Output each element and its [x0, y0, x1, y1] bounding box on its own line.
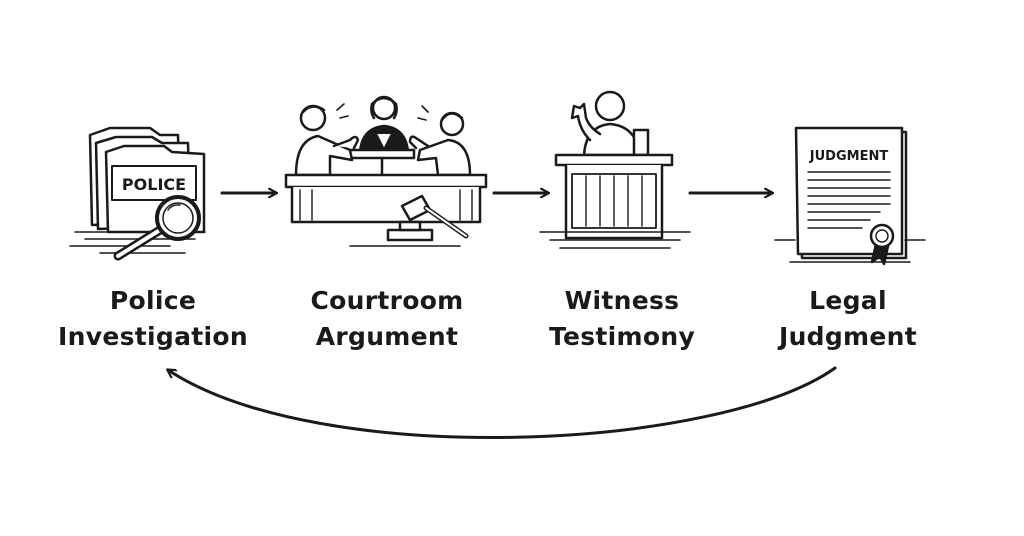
police-folder-magnifier-icon: POLICE — [69, 126, 206, 261]
stage-label-witness-testimony: Witness Testimony — [548, 286, 696, 351]
stage-label-courtroom-argument: Courtroom Argument — [310, 286, 464, 351]
return-arrow-4-to-1 — [168, 366, 837, 439]
witness-figure — [570, 90, 650, 157]
witness-stand-icon — [539, 90, 691, 249]
police-folder-label: POLICE — [122, 175, 186, 194]
stage-label-police-investigation: Police Investigation — [58, 286, 248, 351]
ground-hatch — [539, 231, 691, 249]
gavel-icon — [386, 194, 469, 242]
magnifier-icon — [113, 195, 201, 261]
courtroom-debate-icon — [284, 95, 488, 247]
ground-hatch — [774, 239, 926, 263]
stage-label-legal-judgment: Legal Judgment — [778, 286, 918, 351]
judge-figure — [358, 95, 410, 154]
lawyer-left-figure — [294, 103, 360, 177]
document-title: JUDGMENT — [809, 149, 889, 164]
flow-arrows — [168, 193, 837, 439]
seal-icon — [869, 223, 895, 266]
judgment-document-icon: JUDGMENT — [774, 126, 926, 266]
lawyer-right-figure — [408, 105, 472, 177]
